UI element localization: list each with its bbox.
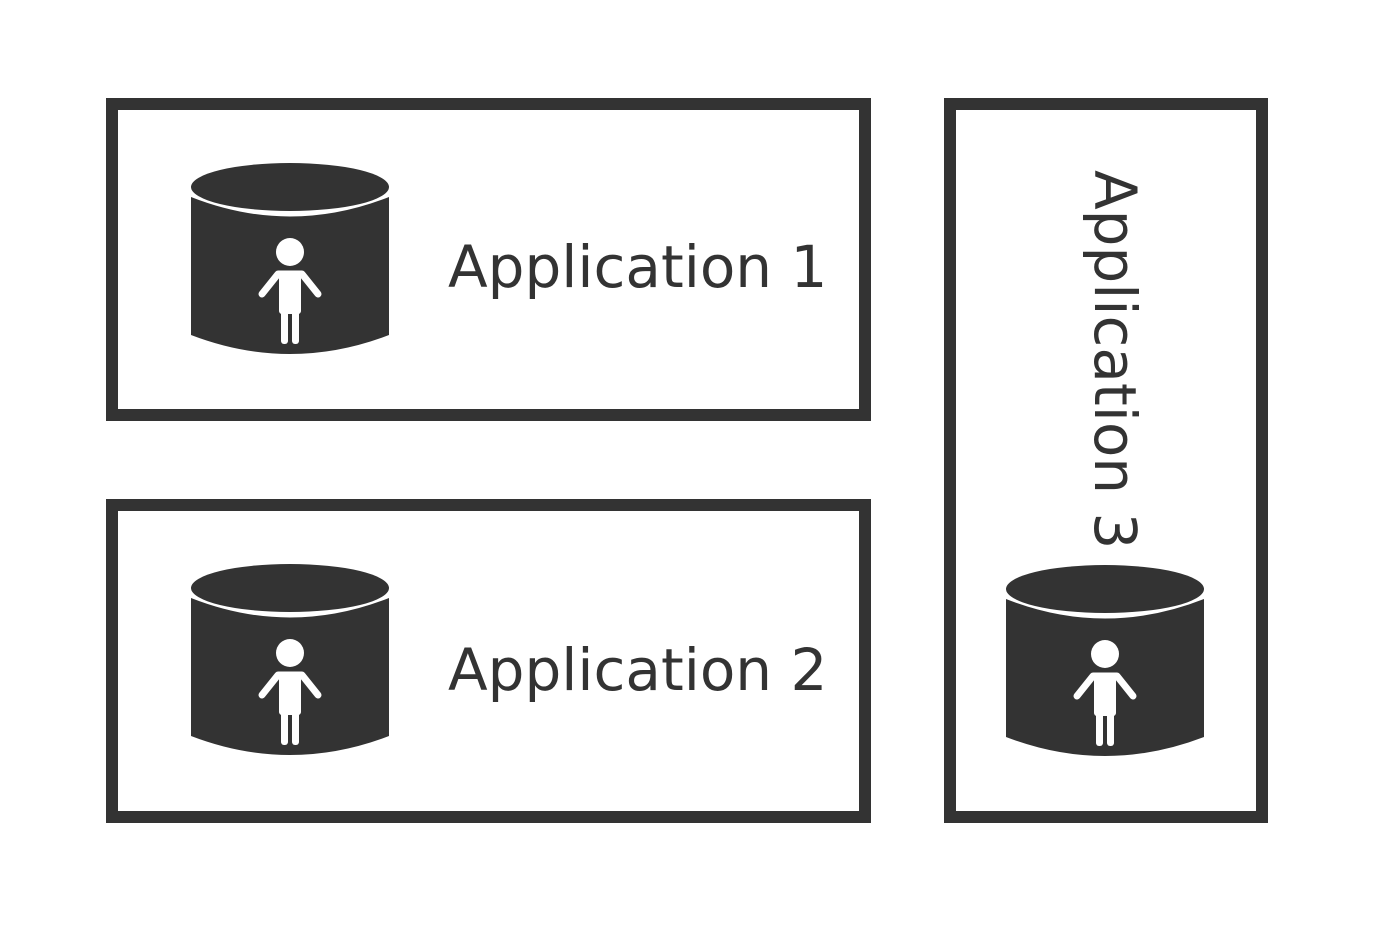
application-1-box: Application 1	[106, 98, 871, 421]
user-database-icon	[191, 163, 389, 354]
application-2-label: Application 2	[448, 636, 828, 704]
application-3-label: Application 3	[1081, 170, 1149, 550]
application-2-box: Application 2	[106, 499, 871, 823]
user-database-icon	[191, 564, 389, 755]
application-1-label: Application 1	[448, 233, 828, 301]
user-database-icon	[1006, 565, 1204, 756]
application-3-box: Application 3	[944, 98, 1268, 823]
